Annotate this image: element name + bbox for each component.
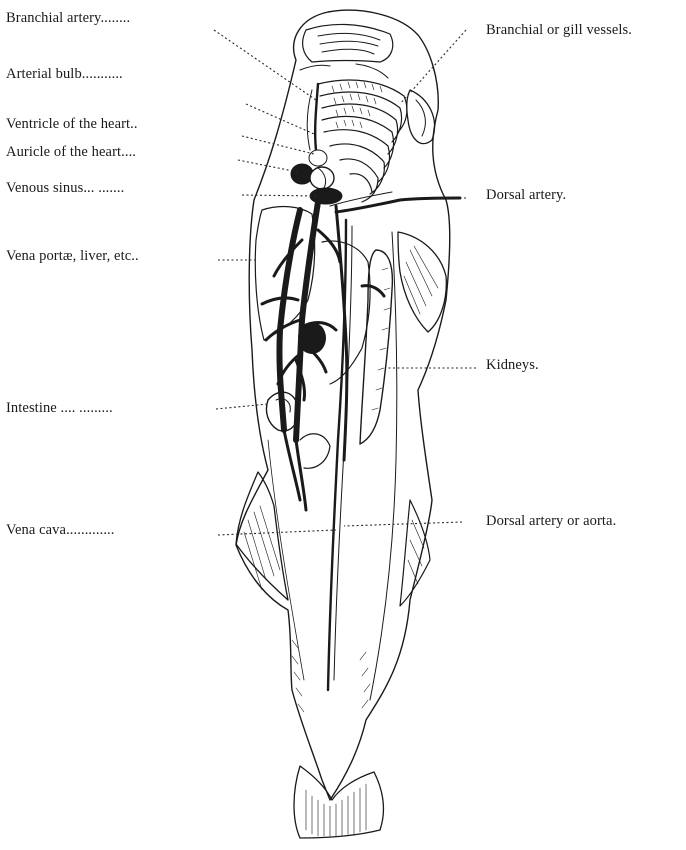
leader-aorta xyxy=(344,522,462,526)
label-arterial-bulb: Arterial bulb........... xyxy=(6,67,123,82)
label-auricle: Auricle of the heart.... xyxy=(6,145,136,160)
label-branchial-vessels: Branchial or gill vessels. xyxy=(486,23,632,38)
pectoral-fin xyxy=(398,232,446,332)
label-intestine: Intestine .... ......... xyxy=(6,401,113,416)
label-vena-portae: Vena portæ, liver, etc.. xyxy=(6,249,139,264)
leader-arterial-bulb xyxy=(246,104,314,134)
heart xyxy=(291,150,342,204)
label-venous-sinus: Venous sinus... ....... xyxy=(6,181,124,196)
label-kidneys: Kidneys. xyxy=(486,358,539,373)
tail-fin xyxy=(294,766,383,838)
kidneys xyxy=(360,250,392,444)
label-ventricle: Ventricle of the heart.. xyxy=(6,117,138,132)
label-dorsal-artery: Dorsal artery. xyxy=(486,188,566,203)
leader-branchial-vessels xyxy=(400,30,466,104)
anal-fin xyxy=(400,500,430,606)
leader-branchial-artery xyxy=(214,30,316,100)
label-branchial-artery: Branchial artery........ xyxy=(6,11,130,26)
label-aorta: Dorsal artery or aorta. xyxy=(486,514,616,529)
leader-ventricle xyxy=(242,136,314,154)
label-vena-cava: Vena cava............. xyxy=(6,523,115,538)
operculum xyxy=(407,90,435,144)
head-detail xyxy=(303,24,393,62)
leader-intestine xyxy=(216,404,268,409)
branchial-artery-trunk xyxy=(315,84,318,150)
leader-venous-sinus xyxy=(242,195,318,196)
body-outline xyxy=(236,10,450,800)
